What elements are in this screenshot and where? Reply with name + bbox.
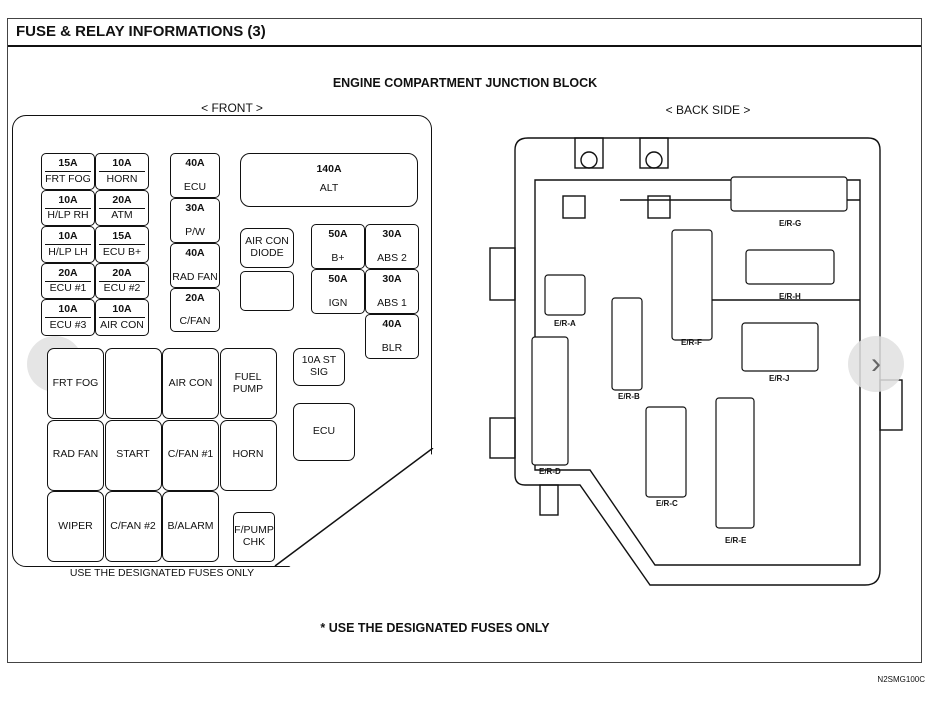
ecu-relay: ECU	[293, 403, 355, 461]
fuse-amp: 30A	[185, 202, 205, 214]
fuse-amp: 10A	[58, 230, 78, 242]
page-title: FUSE & RELAY INFORMATIONS (3)	[8, 19, 921, 47]
fuse-amp: 20A	[112, 193, 132, 206]
connector-label-er-g: E/R-G	[779, 219, 802, 228]
chevron-right-icon: ›	[871, 347, 881, 380]
fuse-amp: 10A	[112, 157, 132, 169]
fuse-amp: 30A	[382, 273, 402, 285]
fuse-amp: 10A	[112, 303, 132, 315]
back-label: < BACK SIDE >	[665, 103, 751, 117]
fuse-main: 140A ALT	[240, 153, 418, 207]
relay-5: START	[104, 419, 162, 491]
fuse-main-amp: 140A	[316, 163, 342, 175]
connector-label-er-j: E/R-J	[769, 374, 790, 383]
document-code: N2SMG100C	[877, 675, 925, 684]
connector-label-er-d: E/R-D	[539, 467, 561, 476]
relay-3: FUEL PUMP	[219, 348, 277, 419]
fuse-amp: 15A	[112, 230, 132, 242]
relay-8: WIPER	[47, 491, 104, 562]
fuse-amp: 50A	[328, 273, 348, 285]
fuse-mid-0: 40A ECU	[170, 153, 220, 198]
connector-label-er-f: E/R-F	[681, 338, 702, 347]
fuse-right-3: 30A ABS 1	[365, 269, 419, 314]
fuse-name: AIR CON	[100, 318, 144, 331]
bottom-note: * USE THE DESIGNATED FUSES ONLY	[320, 621, 550, 635]
fuse-name: ABS 2	[377, 252, 407, 265]
fuse-name: C/FAN	[179, 315, 211, 328]
front-footer: USE THE DESIGNATED FUSES ONLY	[69, 567, 255, 579]
fuse-name: ECU #2	[103, 282, 141, 295]
front-panel-outline	[12, 115, 432, 567]
fuse-left-6: 20A ECU #1	[41, 262, 95, 299]
fuse-left-8: 10A ECU #3	[41, 299, 95, 336]
relay-4: RAD FAN	[47, 419, 104, 491]
st-sig-fuse: 10A ST SIG	[293, 348, 345, 386]
fuse-right-0: 50A B+	[311, 224, 365, 269]
fuse-amp: 40A	[185, 247, 205, 259]
fuse-amp: 40A	[185, 157, 205, 169]
fuse-name: ECU B+	[102, 245, 142, 258]
fuse-left-0: 15A FRT FOG	[41, 153, 95, 190]
relay-0: FRT FOG	[47, 348, 104, 419]
fuse-amp: 40A	[382, 318, 402, 330]
st-sig-label: 10A ST SIG	[301, 354, 337, 378]
connector-label-er-b: E/R-B	[618, 392, 640, 401]
relay-1	[104, 348, 162, 419]
front-label: < FRONT >	[201, 101, 263, 115]
fuse-amp: 20A	[112, 266, 132, 279]
fuse-left-2: 10A H/LP RH	[41, 189, 95, 226]
fuse-mid-1: 30A P/W	[170, 198, 220, 243]
fuse-left-5: 15A ECU B+	[95, 226, 149, 263]
fuse-amp: 30A	[382, 228, 402, 240]
fuse-name: H/LP RH	[47, 209, 89, 222]
relay-6: C/FAN #1	[162, 419, 219, 491]
fuse-amp: 15A	[58, 157, 78, 169]
fuse-name: ECU #1	[49, 282, 87, 295]
diagram-subtitle: ENGINE COMPARTMENT JUNCTION BLOCK	[332, 76, 598, 90]
fuse-name: ABS 1	[377, 297, 407, 310]
relay-7: HORN	[219, 419, 277, 491]
fuse-right-1: 30A ABS 2	[365, 224, 419, 269]
fuse-right-4: 40A BLR	[365, 314, 419, 359]
fuse-left-9: 10A AIR CON	[95, 299, 149, 336]
fuse-mid-2: 40A RAD FAN	[170, 243, 220, 288]
fuse-mid-3: 20A C/FAN	[170, 288, 220, 332]
fuse-name: RAD FAN	[172, 271, 218, 284]
fuse-main-name: ALT	[319, 182, 339, 195]
fuse-name: BLR	[381, 342, 403, 355]
fuse-name: B+	[331, 252, 345, 265]
fuse-amp: 20A	[185, 292, 205, 304]
fuse-name: ECU	[183, 181, 207, 194]
fuse-name: HORN	[106, 172, 138, 185]
fuse-left-3: 20A ATM	[95, 189, 149, 226]
fuse-right-2: 50A IGN	[311, 269, 365, 314]
connector-label-er-e: E/R-E	[725, 536, 747, 545]
fuse-name: FRT FOG	[45, 172, 91, 185]
fuse-amp: 50A	[328, 228, 348, 240]
air-con-diode: AIR CON DIODE	[240, 228, 294, 268]
fuse-name: H/LP LH	[48, 245, 88, 258]
fuse-name: ECU #3	[49, 318, 87, 331]
fuse-amp: 10A	[58, 303, 78, 315]
fuse-left-7: 20A ECU #2	[95, 262, 149, 299]
connector-label-er-a: E/R-A	[554, 319, 576, 328]
fuse-left-1: 10A HORN	[95, 153, 149, 190]
connector-label-er-c: E/R-C	[656, 499, 678, 508]
relay-2: AIR CON	[162, 348, 219, 419]
empty-slot	[240, 271, 294, 311]
fuse-left-4: 10A H/LP LH	[41, 226, 95, 263]
next-button[interactable]: ›	[848, 336, 904, 392]
fuse-name: ATM	[111, 209, 133, 222]
connector-label-er-h: E/R-H	[779, 292, 801, 301]
relay-9: C/FAN #2	[104, 491, 162, 562]
fuse-name: P/W	[185, 226, 205, 239]
relay-10: B/ALARM	[162, 491, 219, 562]
fpump-chk: F/PUMP CHK	[233, 512, 275, 562]
fuse-name: IGN	[328, 297, 348, 310]
fuse-amp: 10A	[58, 193, 78, 206]
fuse-amp: 20A	[58, 266, 78, 279]
